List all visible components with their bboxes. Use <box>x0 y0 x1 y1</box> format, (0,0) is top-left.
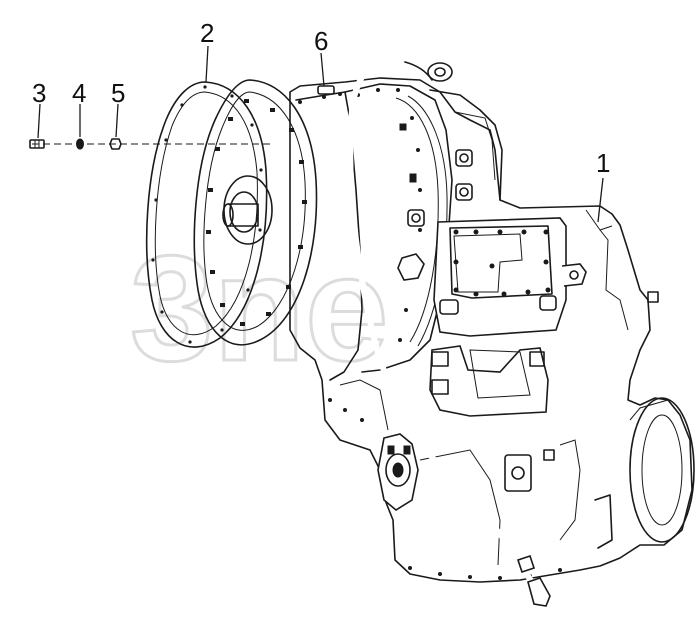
callout-4: 4 <box>72 78 86 108</box>
watermark-logo: 3ne <box>129 223 390 394</box>
leader-1 <box>597 177 604 223</box>
hydraulic-hose <box>347 55 551 607</box>
part-3-bolt <box>29 139 45 149</box>
leader-5 <box>115 103 119 138</box>
flange-cover <box>193 79 318 346</box>
part-2-gasket <box>145 81 268 348</box>
callout-1: 1 <box>596 148 610 178</box>
callout-3: 3 <box>32 78 46 108</box>
output-yoke-left <box>377 433 419 511</box>
part-5-nut <box>109 138 122 150</box>
part-1-transmission-housing <box>289 77 695 583</box>
output-drum-right <box>629 397 695 543</box>
mount-bracket <box>429 345 549 417</box>
watermark-text: 3ne <box>130 224 388 392</box>
callout-2: 2 <box>200 18 214 48</box>
control-valve-block <box>433 217 587 337</box>
callout-5: 5 <box>111 78 125 108</box>
part-4-washer <box>76 138 84 150</box>
leader-6 <box>320 52 325 87</box>
hydraulic-fittings <box>397 123 473 281</box>
leader-3 <box>37 103 41 139</box>
leader-2 <box>205 45 209 83</box>
callout-6: 6 <box>314 26 328 56</box>
part-6-fitting <box>317 85 335 95</box>
